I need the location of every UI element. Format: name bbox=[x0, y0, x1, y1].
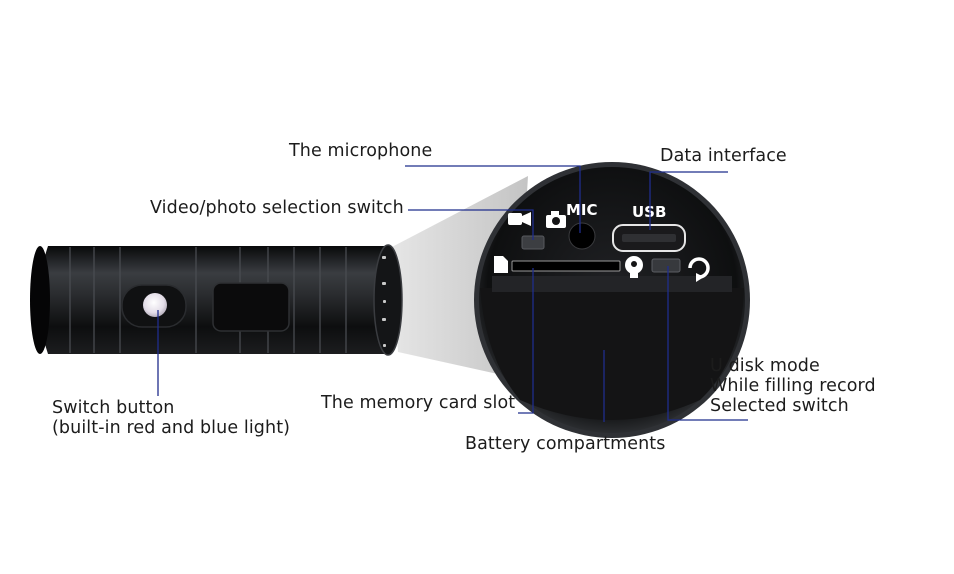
magnified-end-disc: MIC USB bbox=[474, 162, 750, 438]
label-mode-line1: U disk mode bbox=[710, 356, 820, 376]
label-mode-line2: While filling record bbox=[710, 376, 876, 396]
label-switch-button-line1: Switch button bbox=[52, 398, 175, 418]
refresh-icon bbox=[688, 257, 710, 282]
video-camera-icon bbox=[508, 212, 531, 226]
device-print-usb: USB bbox=[632, 203, 666, 221]
label-memory-card-slot: The memory card slot bbox=[321, 393, 516, 413]
leader-mode-switch bbox=[667, 266, 748, 421]
label-battery-compartments: Battery compartments bbox=[465, 434, 666, 454]
label-mode-line3: Selected switch bbox=[710, 396, 849, 416]
leader-video-photo bbox=[408, 209, 534, 240]
switch-button-knob bbox=[143, 293, 167, 317]
label-video-photo-switch: Video/photo selection switch bbox=[150, 198, 404, 218]
label-data-interface: Data interface bbox=[660, 146, 787, 166]
photo-camera-icon bbox=[546, 211, 566, 228]
leader-microphone bbox=[405, 165, 581, 233]
sd-card-icon bbox=[494, 256, 508, 273]
label-switch-button-line2: (built-in red and blue light) bbox=[52, 418, 291, 438]
mode-slider bbox=[651, 258, 681, 273]
leader-lines bbox=[157, 165, 748, 422]
device-print-mic: MIC bbox=[566, 201, 598, 219]
flashlight-body bbox=[30, 244, 403, 356]
label-microphone: The microphone bbox=[289, 141, 433, 161]
memory-card-slot bbox=[511, 260, 621, 272]
microphone-hole bbox=[568, 222, 596, 250]
leader-data-interface bbox=[649, 171, 728, 230]
bulb-icon bbox=[625, 256, 643, 278]
leader-memory-card bbox=[518, 268, 534, 414]
